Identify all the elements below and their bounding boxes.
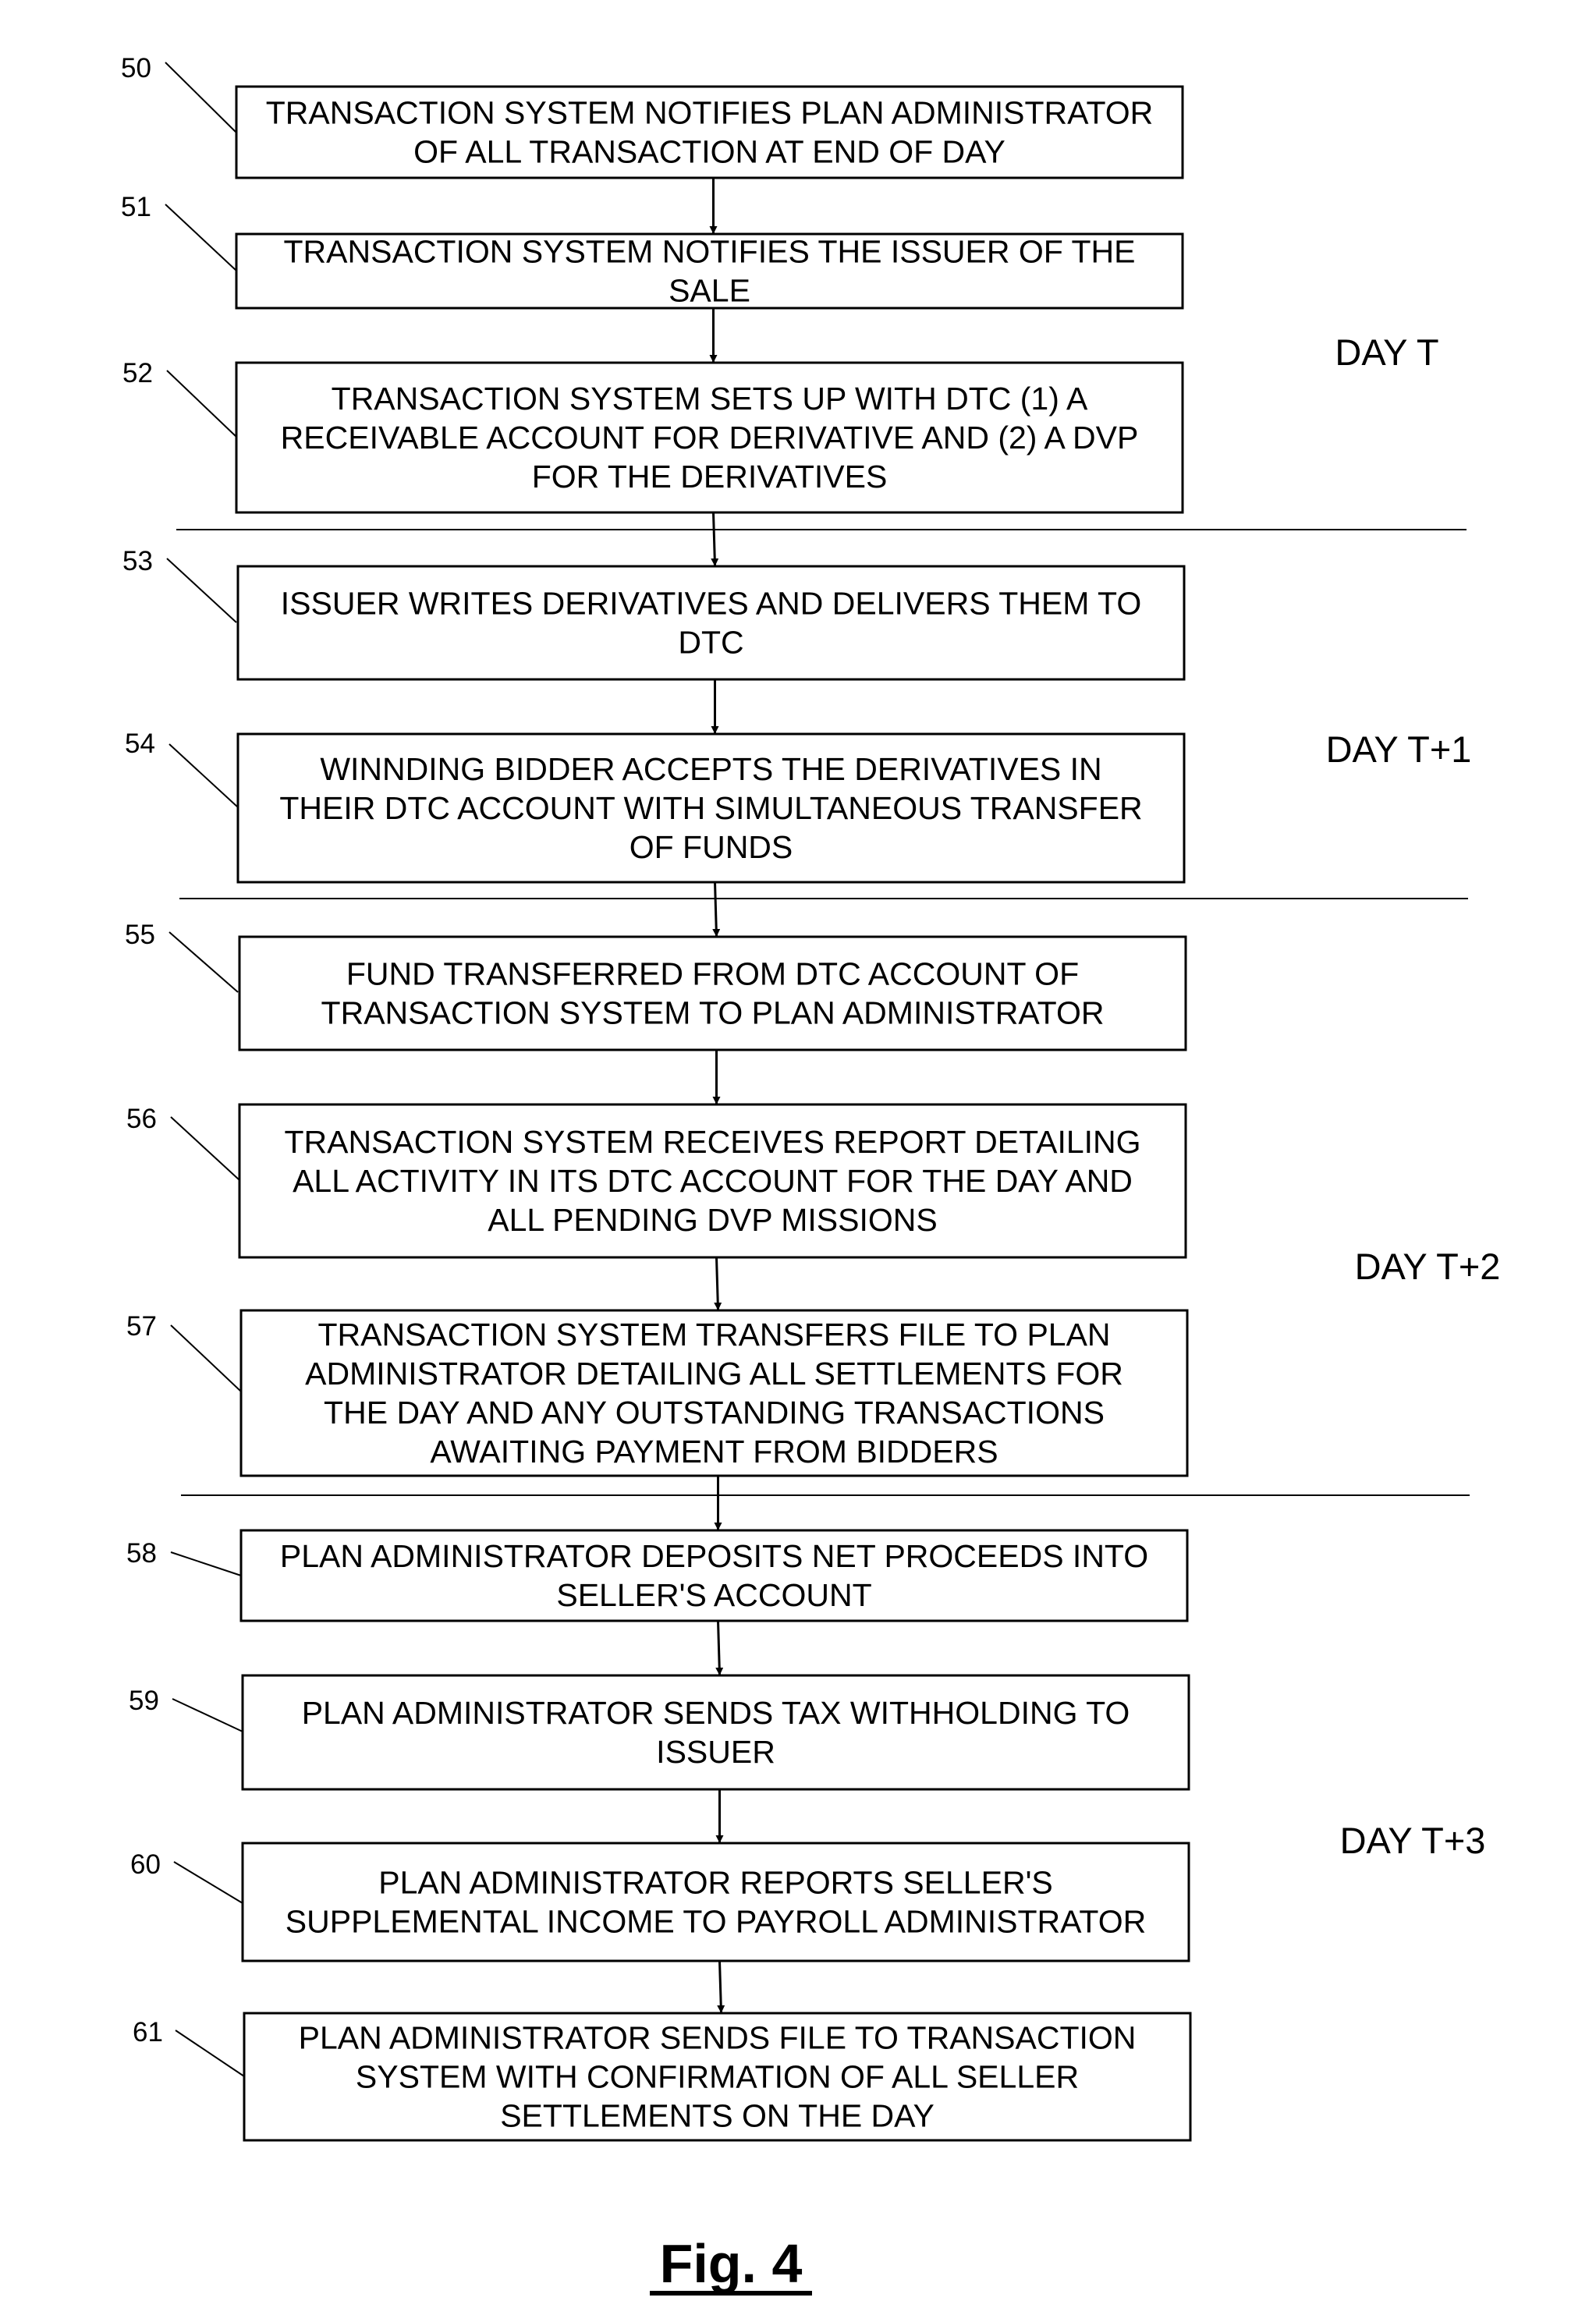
- step-ref-number: 58: [126, 1538, 157, 1569]
- step-ref-number: 53: [122, 546, 153, 576]
- figure-caption-text: Fig. 4: [660, 2233, 803, 2294]
- step-text-line: ALL PENDING DVP MISSIONS: [488, 1202, 937, 1238]
- flow-arrow: [714, 512, 715, 565]
- step-54: WINNDING BIDDER ACCEPTS THE DERIVATIVES …: [125, 729, 1184, 882]
- step-text-line: OF FUNDS: [630, 829, 793, 865]
- step-ref-number: 60: [130, 1849, 161, 1880]
- ref-leader-line: [165, 62, 236, 133]
- step-ref-number: 57: [126, 1311, 157, 1342]
- day-label: DAY T+2: [1355, 1246, 1501, 1287]
- step-51: TRANSACTION SYSTEM NOTIFIES THE ISSUER O…: [121, 192, 1183, 309]
- day-labels: DAY T DAY T+1DAY T+2DAY T+3: [1326, 331, 1501, 1861]
- ref-leader-line: [165, 204, 236, 271]
- step-text-line: FOR THE DERIVATIVES: [532, 459, 888, 495]
- ref-leader-line: [169, 744, 238, 807]
- ref-leader-line: [172, 1699, 243, 1732]
- step-text-line: WINNDING BIDDER ACCEPTS THE DERIVATIVES …: [320, 751, 1101, 787]
- step-56: TRANSACTION SYSTEM RECEIVES REPORT DETAI…: [126, 1104, 1186, 1257]
- step-text-line: TRANSACTION SYSTEM RECEIVES REPORT DETAI…: [284, 1124, 1140, 1160]
- step-box: [239, 937, 1186, 1050]
- step-text-line: SUPPLEMENTAL INCOME TO PAYROLL ADMINISTR…: [286, 1904, 1146, 1940]
- step-text-line: PLAN ADMINISTRATOR REPORTS SELLER'S: [378, 1865, 1053, 1901]
- step-ref-number: 59: [129, 1686, 159, 1716]
- step-text-line: ALL ACTIVITY IN ITS DTC ACCOUNT FOR THE …: [293, 1163, 1133, 1199]
- step-text-line: ISSUER WRITES DERIVATIVES AND DELIVERS T…: [281, 586, 1141, 622]
- step-box: [238, 566, 1184, 679]
- day-label: DAY T: [1335, 331, 1438, 373]
- day-label: DAY T+3: [1340, 1820, 1486, 1861]
- step-text-line: TRANSACTION SYSTEM SETS UP WITH DTC (1) …: [332, 381, 1088, 417]
- step-text-line: SETTLEMENTS ON THE DAY: [500, 2098, 935, 2134]
- step-text-line: OF ALL TRANSACTION AT END OF DAY: [413, 134, 1005, 170]
- flow-arrow: [720, 1961, 722, 2012]
- step-52: TRANSACTION SYSTEM SETS UP WITH DTC (1) …: [122, 358, 1183, 512]
- ref-leader-line: [174, 1862, 243, 1903]
- flow-arrow: [715, 882, 717, 936]
- step-ref-number: 61: [133, 2017, 163, 2047]
- ref-leader-line: [171, 1552, 241, 1576]
- step-55: FUND TRANSFERRED FROM DTC ACCOUNT OFTRAN…: [125, 920, 1186, 1050]
- step-50: TRANSACTION SYSTEM NOTIFIES PLAN ADMINIS…: [121, 53, 1183, 178]
- figure-caption: Fig. 4: [650, 2233, 812, 2294]
- step-ref-number: 51: [121, 192, 151, 222]
- step-text-line: PLAN ADMINISTRATOR SENDS FILE TO TRANSAC…: [299, 2020, 1137, 2056]
- step-boxes: TRANSACTION SYSTEM NOTIFIES PLAN ADMINIS…: [121, 53, 1190, 2140]
- step-text-line: THE DAY AND ANY OUTSTANDING TRANSACTIONS: [324, 1395, 1105, 1431]
- step-text-line: FUND TRANSFERRED FROM DTC ACCOUNT OF: [346, 956, 1079, 992]
- flow-arrow: [717, 1257, 718, 1310]
- ref-leader-line: [171, 1325, 241, 1392]
- step-60: PLAN ADMINISTRATOR REPORTS SELLER'SSUPPL…: [130, 1843, 1189, 1961]
- step-53: ISSUER WRITES DERIVATIVES AND DELIVERS T…: [122, 546, 1184, 679]
- step-ref-number: 50: [121, 53, 151, 83]
- step-59: PLAN ADMINISTRATOR SENDS TAX WITHHOLDING…: [129, 1675, 1189, 1789]
- step-text-line: TRANSACTION SYSTEM TO PLAN ADMINISTRATOR: [321, 995, 1105, 1031]
- step-57: TRANSACTION SYSTEM TRANSFERS FILE TO PLA…: [126, 1310, 1187, 1476]
- ref-leader-line: [176, 2030, 244, 2076]
- step-ref-number: 52: [122, 358, 153, 388]
- step-text-line: RECEIVABLE ACCOUNT FOR DERIVATIVE AND (2…: [281, 420, 1139, 456]
- step-text-line: DTC: [678, 625, 743, 661]
- step-text-line: TRANSACTION SYSTEM NOTIFIES THE ISSUER O…: [284, 234, 1136, 270]
- step-text-line: SYSTEM WITH CONFIRMATION OF ALL SELLER: [356, 2059, 1079, 2095]
- flow-arrow: [718, 1621, 720, 1675]
- step-61: PLAN ADMINISTRATOR SENDS FILE TO TRANSAC…: [133, 2013, 1190, 2140]
- step-text-line: ADMINISTRATOR DETAILING ALL SETTLEMENTS …: [305, 1356, 1123, 1392]
- ref-leader-line: [167, 370, 236, 437]
- ref-leader-line: [171, 1117, 239, 1180]
- step-text-line: ISSUER: [656, 1734, 775, 1770]
- step-text-line: THEIR DTC ACCOUNT WITH SIMULTANEOUS TRAN…: [279, 790, 1142, 826]
- ref-leader-line: [167, 558, 236, 622]
- day-label: DAY T+1: [1326, 729, 1472, 770]
- ref-leader-line: [169, 932, 238, 992]
- step-ref-number: 55: [125, 920, 155, 950]
- step-text-line: SELLER'S ACCOUNT: [556, 1577, 871, 1613]
- step-text-line: TRANSACTION SYSTEM TRANSFERS FILE TO PLA…: [317, 1317, 1110, 1353]
- step-text-line: SALE: [669, 273, 750, 309]
- step-text-line: AWAITING PAYMENT FROM BIDDERS: [430, 1434, 998, 1470]
- step-ref-number: 56: [126, 1104, 157, 1134]
- step-text-line: PLAN ADMINISTRATOR SENDS TAX WITHHOLDING…: [302, 1695, 1130, 1731]
- step-box: [243, 1843, 1189, 1961]
- step-ref-number: 54: [125, 729, 155, 759]
- step-58: PLAN ADMINISTRATOR DEPOSITS NET PROCEEDS…: [126, 1530, 1187, 1621]
- step-text-line: TRANSACTION SYSTEM NOTIFIES PLAN ADMINIS…: [266, 95, 1154, 131]
- step-text-line: PLAN ADMINISTRATOR DEPOSITS NET PROCEEDS…: [280, 1538, 1148, 1574]
- step-box: [243, 1675, 1189, 1789]
